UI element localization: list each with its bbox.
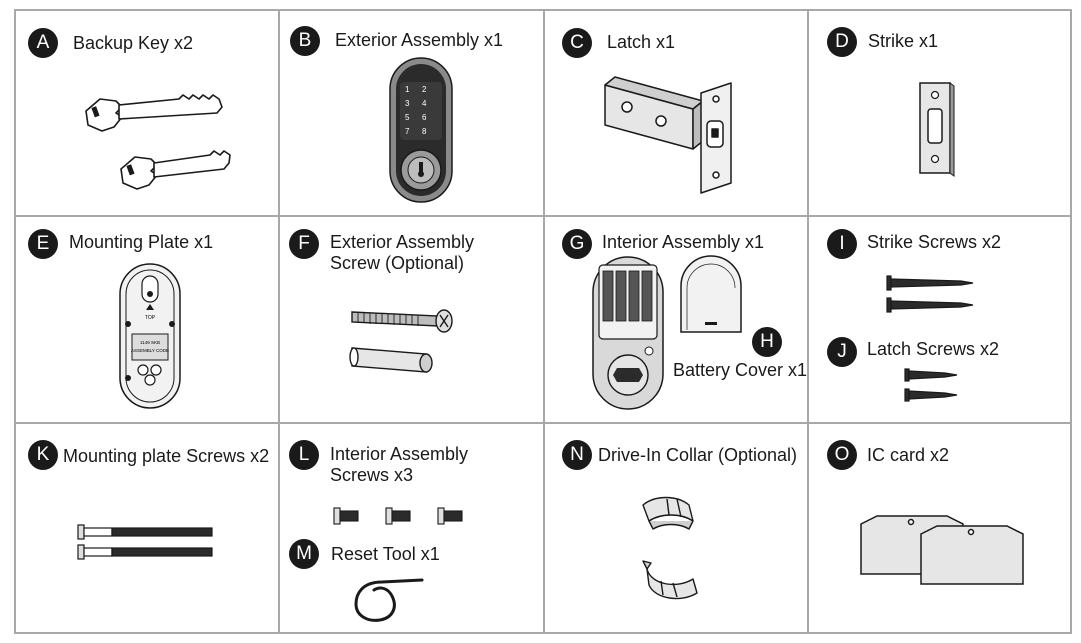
assembly-code-line2: ASSEMBLY CODE	[131, 348, 169, 353]
grid-col-divider-2	[543, 9, 545, 634]
part-letter-badge: E	[28, 229, 58, 259]
part-letter-badge: L	[289, 440, 319, 470]
part-label: Mounting plate Screws x2	[63, 446, 270, 466]
short-screw-icon	[333, 507, 463, 525]
collar-icon	[642, 496, 698, 600]
keypad-digit: 7	[405, 127, 410, 136]
mounting-plate-icon: TOP 1149 SKB ASSEMBLY CODE	[119, 263, 181, 409]
key-icon	[85, 94, 231, 190]
part-cell-l: L Interior Assembly Screws x3 M Reset To…	[280, 424, 543, 632]
part-label: Interior Assembly x1	[602, 232, 765, 252]
part-cell-f: F Exterior Assembly Screw (Optional)	[280, 217, 543, 422]
top-marker: TOP	[145, 315, 156, 321]
part-label: Drive-In Collar (Optional)	[598, 445, 798, 465]
part-label-line1: Interior Assembly	[330, 444, 469, 464]
part-cell-a: A Backup Key x2	[16, 11, 278, 215]
assembly-code-line1: 1149 SKB	[140, 340, 160, 345]
strike-plate-icon	[919, 82, 955, 177]
part-cell-g: G Interior Assembly x1 H Battery Cover x…	[545, 217, 807, 422]
wood-screw-icon	[886, 275, 974, 313]
part-letter-badge: N	[562, 440, 592, 470]
part-cell-c: C Latch x1	[545, 11, 807, 215]
ic-card-icon	[860, 515, 1024, 585]
part-label: Strike Screws x2	[867, 232, 1002, 252]
grid-border-right	[1070, 9, 1072, 634]
part-label-line2: Screws x3	[330, 465, 414, 485]
keypad-digit: 2	[422, 85, 427, 94]
part-letter-badge: F	[289, 229, 319, 259]
grid-col-divider-3	[807, 9, 809, 634]
keypad-digit: 3	[405, 99, 410, 108]
keypad-digit: 1	[405, 85, 410, 94]
part-letter-badge: H	[752, 327, 782, 357]
part-letter-badge: D	[827, 27, 857, 57]
part-label: Backup Key x2	[73, 33, 194, 53]
part-cell-k: K Mounting plate Screws x2	[16, 424, 278, 632]
keypad-digit: 8	[422, 127, 427, 136]
part-label: Battery Cover x1	[673, 360, 807, 380]
part-cell-d: D Strike x1	[809, 11, 1070, 215]
part-letter-badge: O	[827, 440, 857, 470]
bolt-icon	[349, 309, 453, 373]
part-letter-badge: J	[827, 337, 857, 367]
keypad-digit: 5	[405, 113, 410, 122]
grid-col-divider-1	[278, 9, 280, 634]
part-letter-badge: G	[562, 229, 592, 259]
part-label: Latch Screws x2	[867, 339, 1000, 359]
keypad-digit: 4	[422, 99, 427, 108]
part-label: Strike x1	[868, 31, 939, 51]
part-cell-i: I Strike Screws x2 J Latch Screws x2	[809, 217, 1070, 422]
part-letter-badge: M	[289, 539, 319, 569]
interior-assembly-icon	[592, 256, 664, 410]
machine-screw-icon	[77, 524, 213, 560]
keypad-lock-icon: 1 2 3 4 5 6 7 8	[389, 57, 453, 203]
part-cell-e: E Mounting Plate x1 TOP 1149 SKB ASSEMBL…	[16, 217, 278, 422]
part-label-line2: Screw (Optional)	[330, 253, 465, 273]
part-letter-badge: K	[28, 440, 58, 470]
grid-border-left	[14, 9, 16, 634]
battery-cover-icon	[680, 255, 742, 333]
part-cell-o: O IC card x2	[809, 424, 1070, 632]
part-cell-n: N Drive-In Collar (Optional)	[545, 424, 807, 632]
reset-tool-icon	[354, 578, 424, 622]
part-letter-badge: B	[290, 26, 320, 56]
part-label: Reset Tool x1	[331, 544, 440, 564]
latch-icon	[604, 76, 732, 194]
part-label: Latch x1	[607, 32, 676, 52]
part-cell-b: B Exterior Assembly x1 1 2 3 4 5 6 7 8	[280, 11, 543, 215]
part-letter-badge: I	[827, 229, 857, 259]
part-label: IC card x2	[867, 445, 950, 465]
part-letter-badge: C	[562, 28, 592, 58]
wood-screw-icon	[904, 368, 958, 402]
part-label: Mounting Plate x1	[69, 232, 214, 252]
keypad-digit: 6	[422, 113, 427, 122]
part-letter-badge: A	[28, 28, 58, 58]
part-label: Exterior Assembly x1	[335, 30, 504, 50]
part-label-line1: Exterior Assembly	[330, 232, 475, 252]
